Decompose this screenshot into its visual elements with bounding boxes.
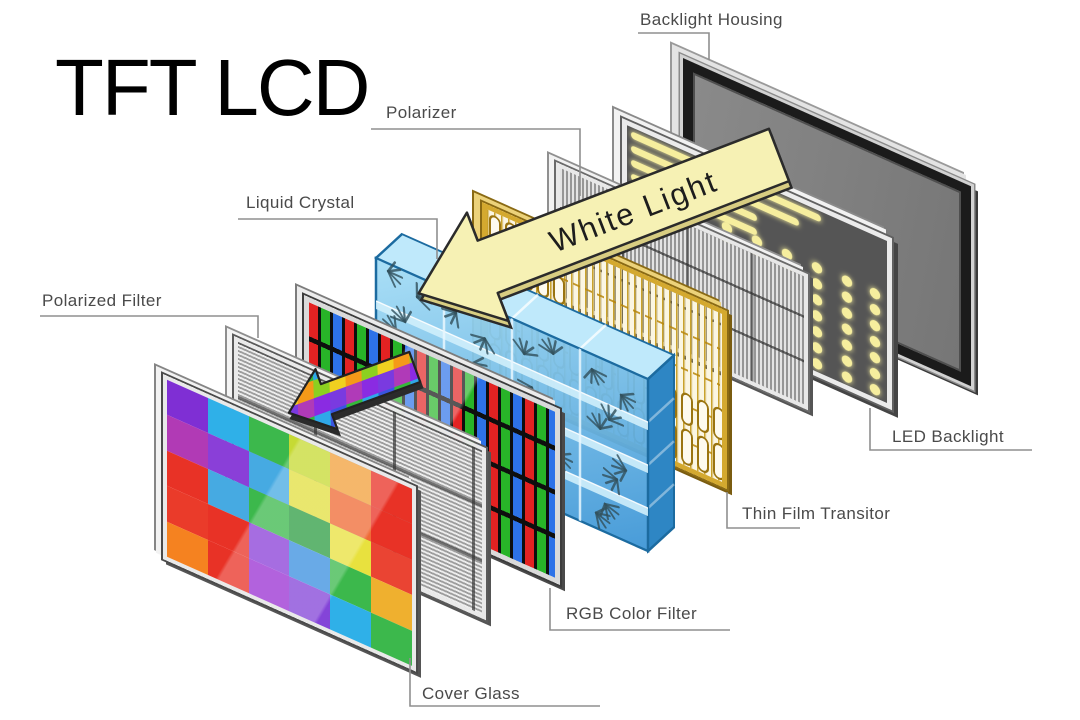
rgb-light-arrow <box>287 350 424 437</box>
label-backlight-housing: Backlight Housing <box>640 10 783 29</box>
label-cover-glass: Cover Glass <box>422 684 520 703</box>
label-liquid-crystal: Liquid Crystal <box>246 193 355 212</box>
white-light-arrow: White Light <box>417 127 794 330</box>
label-led-backlight: LED Backlight <box>892 427 1004 446</box>
label-rgb-color-filter: RGB Color Filter <box>566 604 698 623</box>
label-polarizer: Polarizer <box>386 103 457 122</box>
label-polarized-filter: Polarized Filter <box>42 291 162 310</box>
page-title: TFT LCD <box>55 43 370 132</box>
label-thin-film-transistor: Thin Film Transitor <box>742 504 891 523</box>
